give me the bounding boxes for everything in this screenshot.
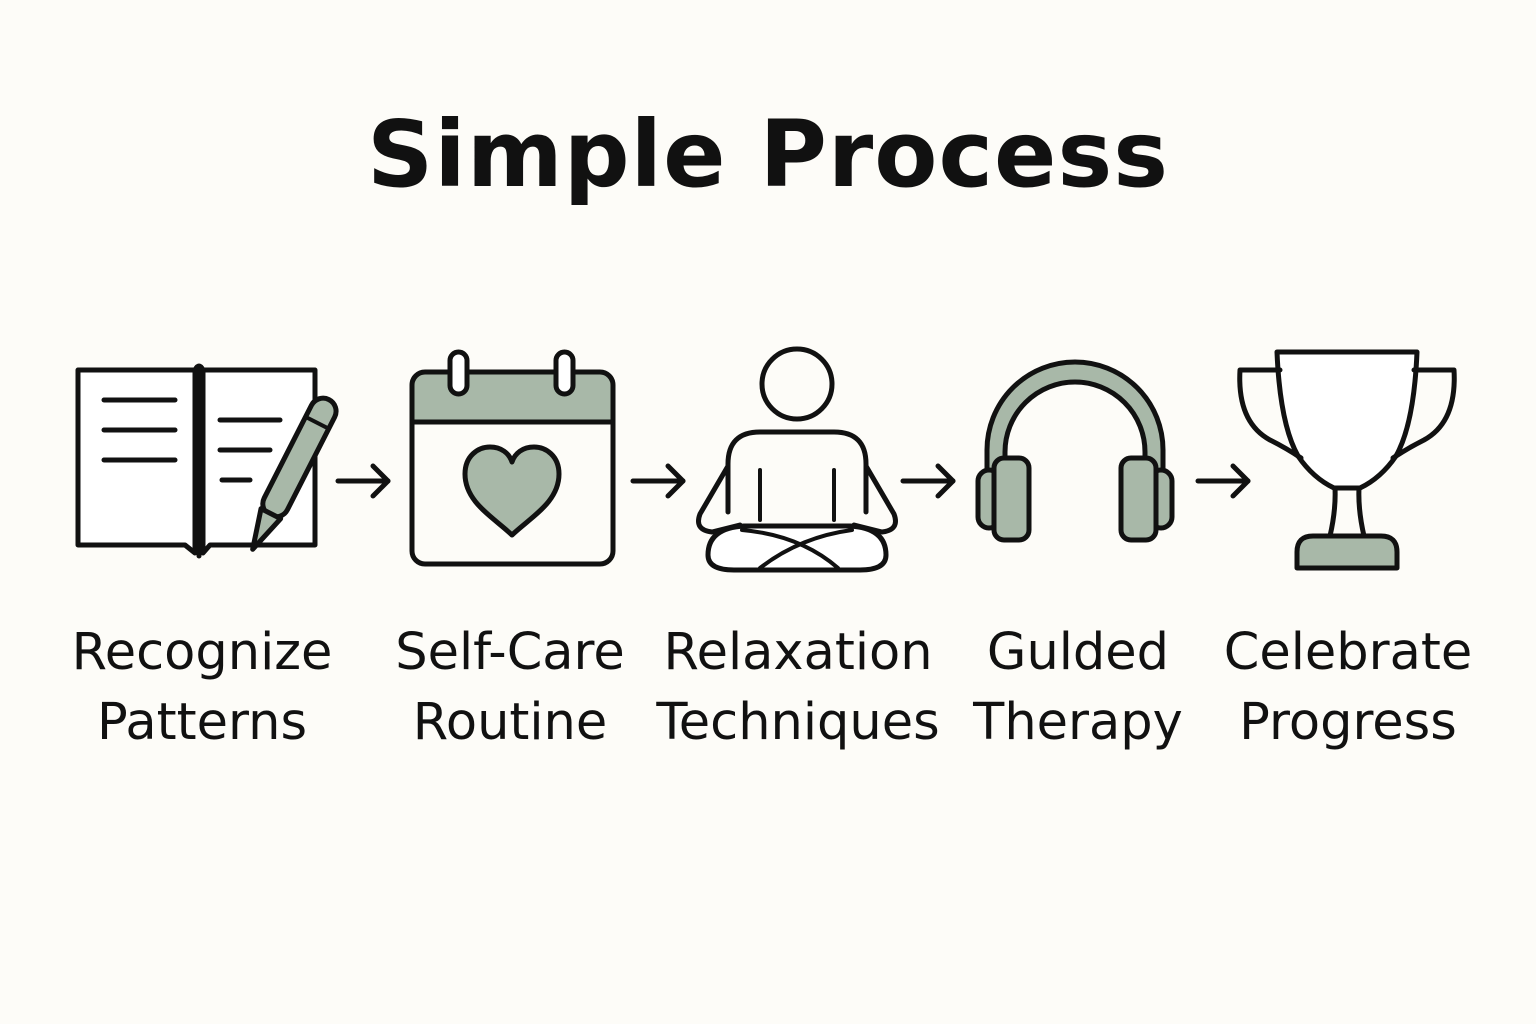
step-label-line-2: Therapy [973,693,1183,752]
step-label-line-2: Patterns [96,693,308,752]
step-label-line-1: Gulded [986,623,1170,682]
page-title: Simple Process [367,101,1169,208]
step-label-self-care-routine: Self-Care Routine [360,618,660,758]
headphones-icon [975,359,1175,543]
step-label-line-1: Celebrate [1223,623,1473,682]
step-label-line-1: Relaxation [663,623,933,682]
calendar-heart-icon [409,349,616,567]
step-label-line-1: Self-Care [395,623,625,682]
step-label-relaxation-techniques: Relaxation Techniques [648,618,948,758]
arrow-right-icon [335,463,391,499]
step-label-line-2: Techniques [656,693,940,752]
open-journal-with-pen-icon [75,363,339,559]
step-label-line-2: Routine [412,693,608,752]
meditation-person-icon [696,346,898,573]
step-label-guided-therapy: Gulded Therapy [928,618,1228,758]
pen-icon [250,395,339,552]
step-label-line-2: Progress [1239,693,1457,752]
step-label-line-1: Recognize [71,623,333,682]
step-label-celebrate-progress: Celebrate Progress [1198,618,1498,758]
arrow-right-icon [630,463,686,499]
arrow-right-icon [900,463,956,499]
step-label-recognize-patterns: Recognize Patterns [52,618,352,758]
arrow-right-icon [1195,463,1251,499]
trophy-icon [1237,349,1457,571]
